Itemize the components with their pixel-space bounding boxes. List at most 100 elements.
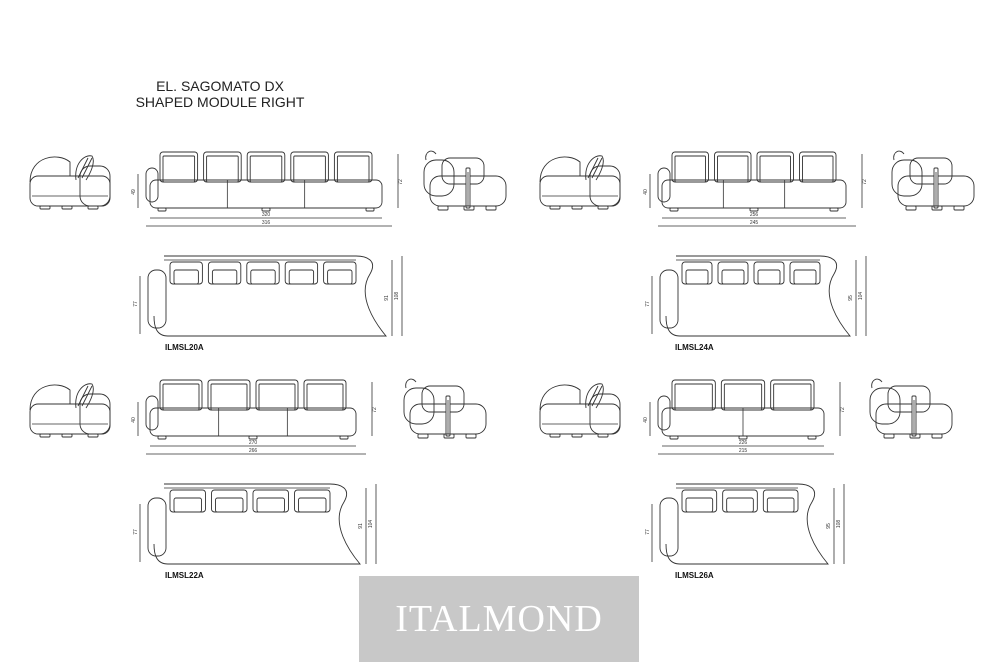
dimension-seat-depth: 77 (645, 301, 651, 307)
plan-back-cushion (681, 261, 713, 285)
plan-bolster (659, 269, 679, 329)
side-back-cushion (539, 156, 581, 183)
front-back-cushion (799, 151, 837, 183)
plan-cushion-inner (685, 269, 709, 285)
right-side-view (869, 378, 953, 439)
side-foot (465, 433, 477, 439)
side-cushion-seam (591, 385, 603, 407)
left-side-view (539, 383, 621, 438)
plan-back-cushion (753, 261, 785, 285)
side-foot (571, 205, 583, 210)
front-back-cushion (159, 379, 203, 411)
front-back-cushion (756, 151, 794, 183)
dimension-seat-width: 320 (262, 212, 271, 218)
plan-back-cushion (323, 261, 357, 285)
side-foot (87, 433, 99, 438)
watermark-text: ITALMOND (395, 598, 603, 640)
plan-cushion-inner (298, 497, 327, 513)
side-arm-roll (869, 387, 901, 425)
front-foot (807, 435, 817, 440)
side-foot (931, 433, 943, 439)
plan-bolster (147, 269, 167, 329)
side-cushion-seam (81, 385, 93, 407)
front-back-cushion (246, 151, 286, 183)
side-back-cushion (29, 384, 71, 411)
front-armrest-left (657, 167, 671, 203)
front-cushion-inner (674, 383, 713, 411)
side-seat-body (29, 175, 111, 207)
dimension-seat-depth: 77 (133, 529, 139, 535)
front-back-cushion (207, 379, 251, 411)
side-arm-roll (423, 159, 455, 197)
front-back-cushion (203, 151, 242, 183)
dimension-seat-width: 226 (739, 440, 748, 446)
front-cushion-inner (206, 155, 239, 183)
side-tilted-cushion (75, 383, 94, 409)
front-back-cushion (303, 379, 347, 411)
front-foot (339, 435, 349, 440)
front-back-cushion (671, 379, 716, 411)
dimension-total-width: 316 (262, 220, 271, 226)
side-foot (571, 433, 583, 438)
dimension-inner-depth: 95 (826, 523, 832, 529)
plan-back-cushion (294, 489, 331, 513)
front-cushion-inner (293, 155, 326, 183)
side-foot (909, 433, 921, 439)
plan-cushion-inner (793, 269, 817, 285)
side-back-cushion (539, 384, 581, 411)
side-foot (597, 205, 609, 210)
dimension-back-height: 72 (862, 179, 868, 185)
dimension-seat-width: 270 (249, 440, 258, 446)
front-cushion-inner (717, 155, 749, 183)
front-seat-base (149, 179, 383, 209)
plan-cushion-inner (173, 269, 199, 285)
dimension-seat-width: 256 (750, 212, 759, 218)
dimension-side-height: 49 (131, 189, 137, 195)
dimension-side-height: 40 (131, 417, 137, 423)
plan-outline (153, 255, 387, 337)
side-foot (87, 205, 99, 210)
front-cushion-inner (249, 155, 283, 183)
plan-back-cushion (211, 489, 248, 513)
module-code-label: ILMSL26A (675, 571, 714, 580)
module-code-label: ILMSL24A (675, 343, 714, 352)
front-foot (157, 207, 167, 212)
front-back-cushion (255, 379, 299, 411)
side-headrest (893, 150, 905, 161)
plan-back-cushion (169, 261, 203, 285)
front-cushion-inner (162, 155, 196, 183)
front-back-cushion (671, 151, 709, 183)
plan-back-cushion (717, 261, 749, 285)
side-headrest (425, 150, 437, 161)
plan-cushion-inner (757, 269, 781, 285)
front-cushion-inner (773, 383, 812, 411)
side-foot (437, 205, 449, 211)
plan-cushion-inner (726, 497, 754, 513)
front-seat-base (661, 179, 847, 209)
dimension-back-height: 72 (372, 407, 378, 413)
plan-cushion-inner (721, 269, 745, 285)
side-back-cushion (421, 385, 465, 413)
side-foot (931, 205, 943, 211)
side-foot (953, 205, 965, 211)
dimension-total-width: 245 (750, 220, 759, 226)
side-back-cushion (909, 157, 953, 185)
dimension-total-depth: 108 (394, 292, 400, 301)
front-cushion-inner (336, 155, 370, 183)
side-foot (61, 433, 73, 438)
plan-back-cushion (722, 489, 758, 513)
front-foot (669, 207, 679, 212)
dimension-back-height: 72 (840, 407, 846, 413)
plan-cushion-inner (211, 269, 238, 285)
side-headrest (871, 378, 883, 389)
side-foot (549, 433, 561, 438)
side-seat-body (539, 175, 621, 207)
dimension-total-depth: 104 (858, 292, 864, 301)
